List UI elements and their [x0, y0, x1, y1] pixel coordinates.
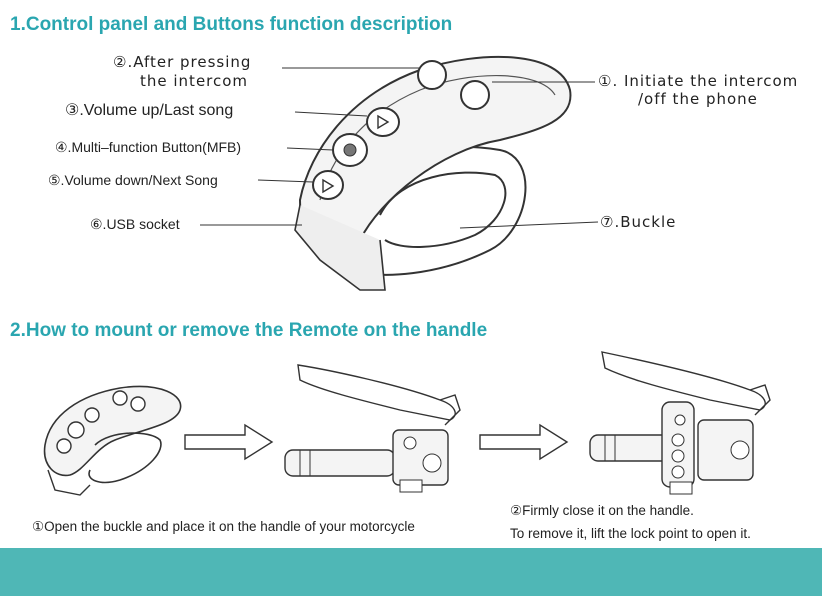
handlebar-illustration-2: [589, 351, 771, 495]
caption-step-1: ①Open the buckle and place it on the han…: [32, 519, 415, 534]
label-buckle: ⑦.Buckle: [600, 213, 677, 231]
intercom-button-1: [460, 80, 490, 110]
volume-down-button: [312, 170, 344, 200]
label-volume-down: ⑤.Volume down/Next Song: [48, 172, 218, 188]
section-title-mount: 2.How to mount or remove the Remote on t…: [10, 320, 488, 341]
section-title-control-panel: 1.Control panel and Buttons function des…: [10, 14, 453, 35]
arrow-icon-1: [184, 423, 274, 461]
label-volume-up: ③.Volume up/Last song: [65, 102, 234, 119]
label-after-pressing: ②.After pressing: [113, 53, 252, 71]
label-usb-socket: ⑥.USB socket: [90, 216, 180, 232]
caption-step-2-line2: To remove it, lift the lock point to ope…: [510, 526, 751, 541]
label-initiate-intercom-line2: /off the phone: [638, 90, 758, 108]
label-mfb: ④.Multi–function Button(MFB): [55, 139, 242, 155]
handlebar-illustration-1: [284, 364, 461, 493]
volume-up-button: [366, 107, 400, 137]
label-after-pressing-line2: the intercom: [140, 72, 249, 90]
arrow-icon-2: [479, 423, 569, 461]
caption-step-2-line1: ②Firmly close it on the handle.: [510, 503, 694, 518]
intercom-button-2: [417, 60, 447, 90]
footer-bar: [0, 548, 822, 596]
label-initiate-intercom: ①. Initiate the intercom: [598, 72, 799, 90]
